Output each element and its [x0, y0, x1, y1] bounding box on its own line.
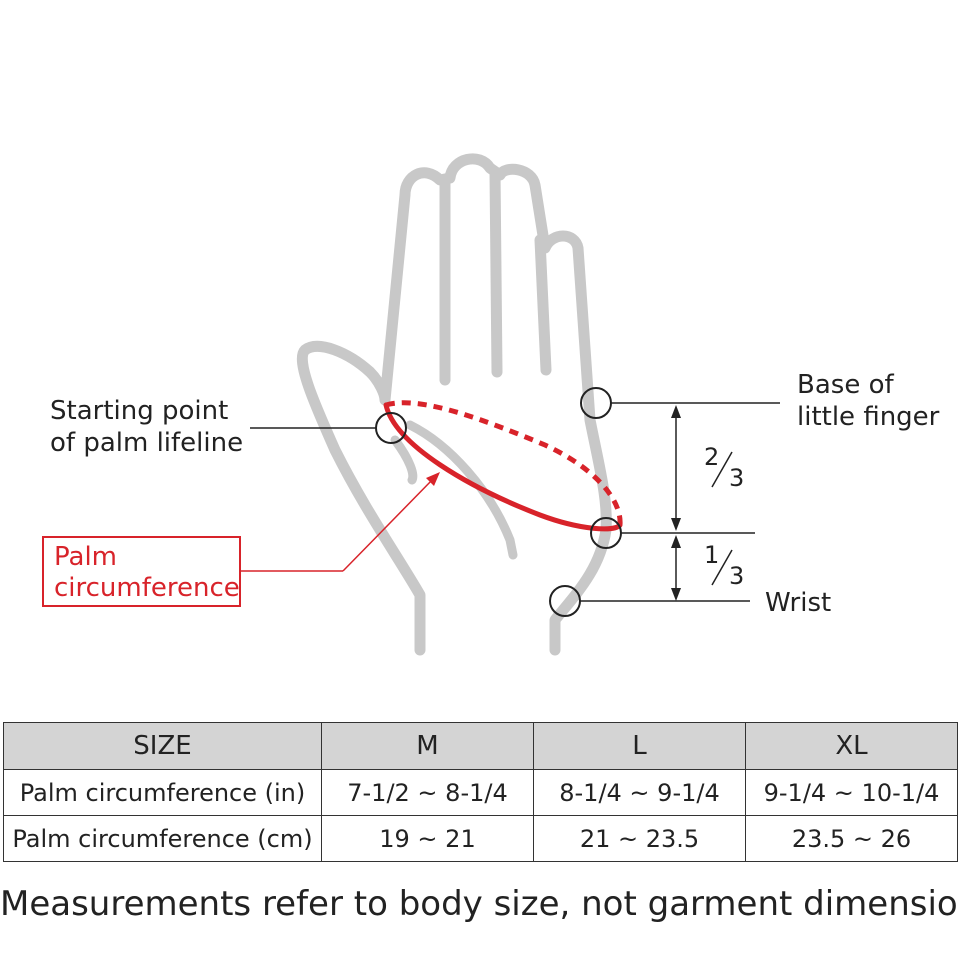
start-point-label-line2: of palm lifeline [50, 428, 244, 458]
header-m: M [321, 722, 534, 770]
fraction-lower-numerator: 1 [704, 541, 720, 569]
upper-arrow-bottom [671, 518, 681, 531]
table-cell: 21 ~ 23.5 [533, 815, 746, 862]
header-xl: XL [745, 722, 958, 770]
row-label: Palm circumference (in) [3, 769, 322, 816]
table-cell: 19 ~ 21 [321, 815, 534, 862]
fraction-upper-denominator: 3 [729, 464, 745, 492]
table-cell: 7-1/2 ~ 8-1/4 [321, 769, 534, 816]
wrist-label: Wrist [765, 588, 832, 618]
palm-lifeline [405, 420, 518, 560]
base-little-finger-label-line1: Base of [797, 370, 894, 400]
size-table: SIZE M L XL Palm circumference (in) 7-1/… [3, 722, 958, 862]
table-cell: 9-1/4 ~ 10-1/4 [745, 769, 958, 816]
finger-gap-3 [534, 234, 552, 376]
row-label: Palm circumference (cm) [3, 815, 322, 862]
palm-circumference-back [385, 400, 623, 526]
fraction-upper-numerator: 2 [704, 443, 720, 471]
lower-arrow-top [671, 535, 681, 548]
callout-leader-diagonal [342, 477, 435, 572]
hand-outline [296, 153, 612, 656]
table-row: Palm circumference (cm) 19 ~ 21 21 ~ 23.… [3, 815, 958, 862]
header-size: SIZE [3, 722, 322, 770]
lower-arrow-bottom [671, 588, 681, 601]
upper-arrow-top [671, 405, 681, 418]
table-cell: 23.5 ~ 26 [745, 815, 958, 862]
palm-circumference-label-line2: circumference [54, 573, 240, 603]
fraction-slash-upper [711, 451, 733, 488]
fraction-lower-denominator: 3 [729, 562, 745, 590]
finger-gap-2 [489, 166, 503, 378]
header-l: L [533, 722, 746, 770]
fraction-slash-lower [711, 549, 733, 586]
table-row: Palm circumference (in) 7-1/2 ~ 8-1/4 8-… [3, 769, 958, 816]
table-cell: 8-1/4 ~ 9-1/4 [533, 769, 746, 816]
hand-illustration [42, 153, 780, 656]
hand-measurement-diagram: Starting point of palm lifeline Palm cir… [42, 153, 940, 656]
palm-circumference-label-line1: Palm [54, 542, 117, 572]
measurement-note: Measurements refer to body size, not gar… [0, 884, 960, 924]
thumb-crease [390, 435, 418, 485]
callout-arrowhead [426, 472, 440, 486]
start-point-label-line1: Starting point [50, 396, 229, 426]
table-header-row: SIZE M L XL [3, 722, 958, 770]
base-little-finger-label-line2: little finger [797, 402, 940, 432]
